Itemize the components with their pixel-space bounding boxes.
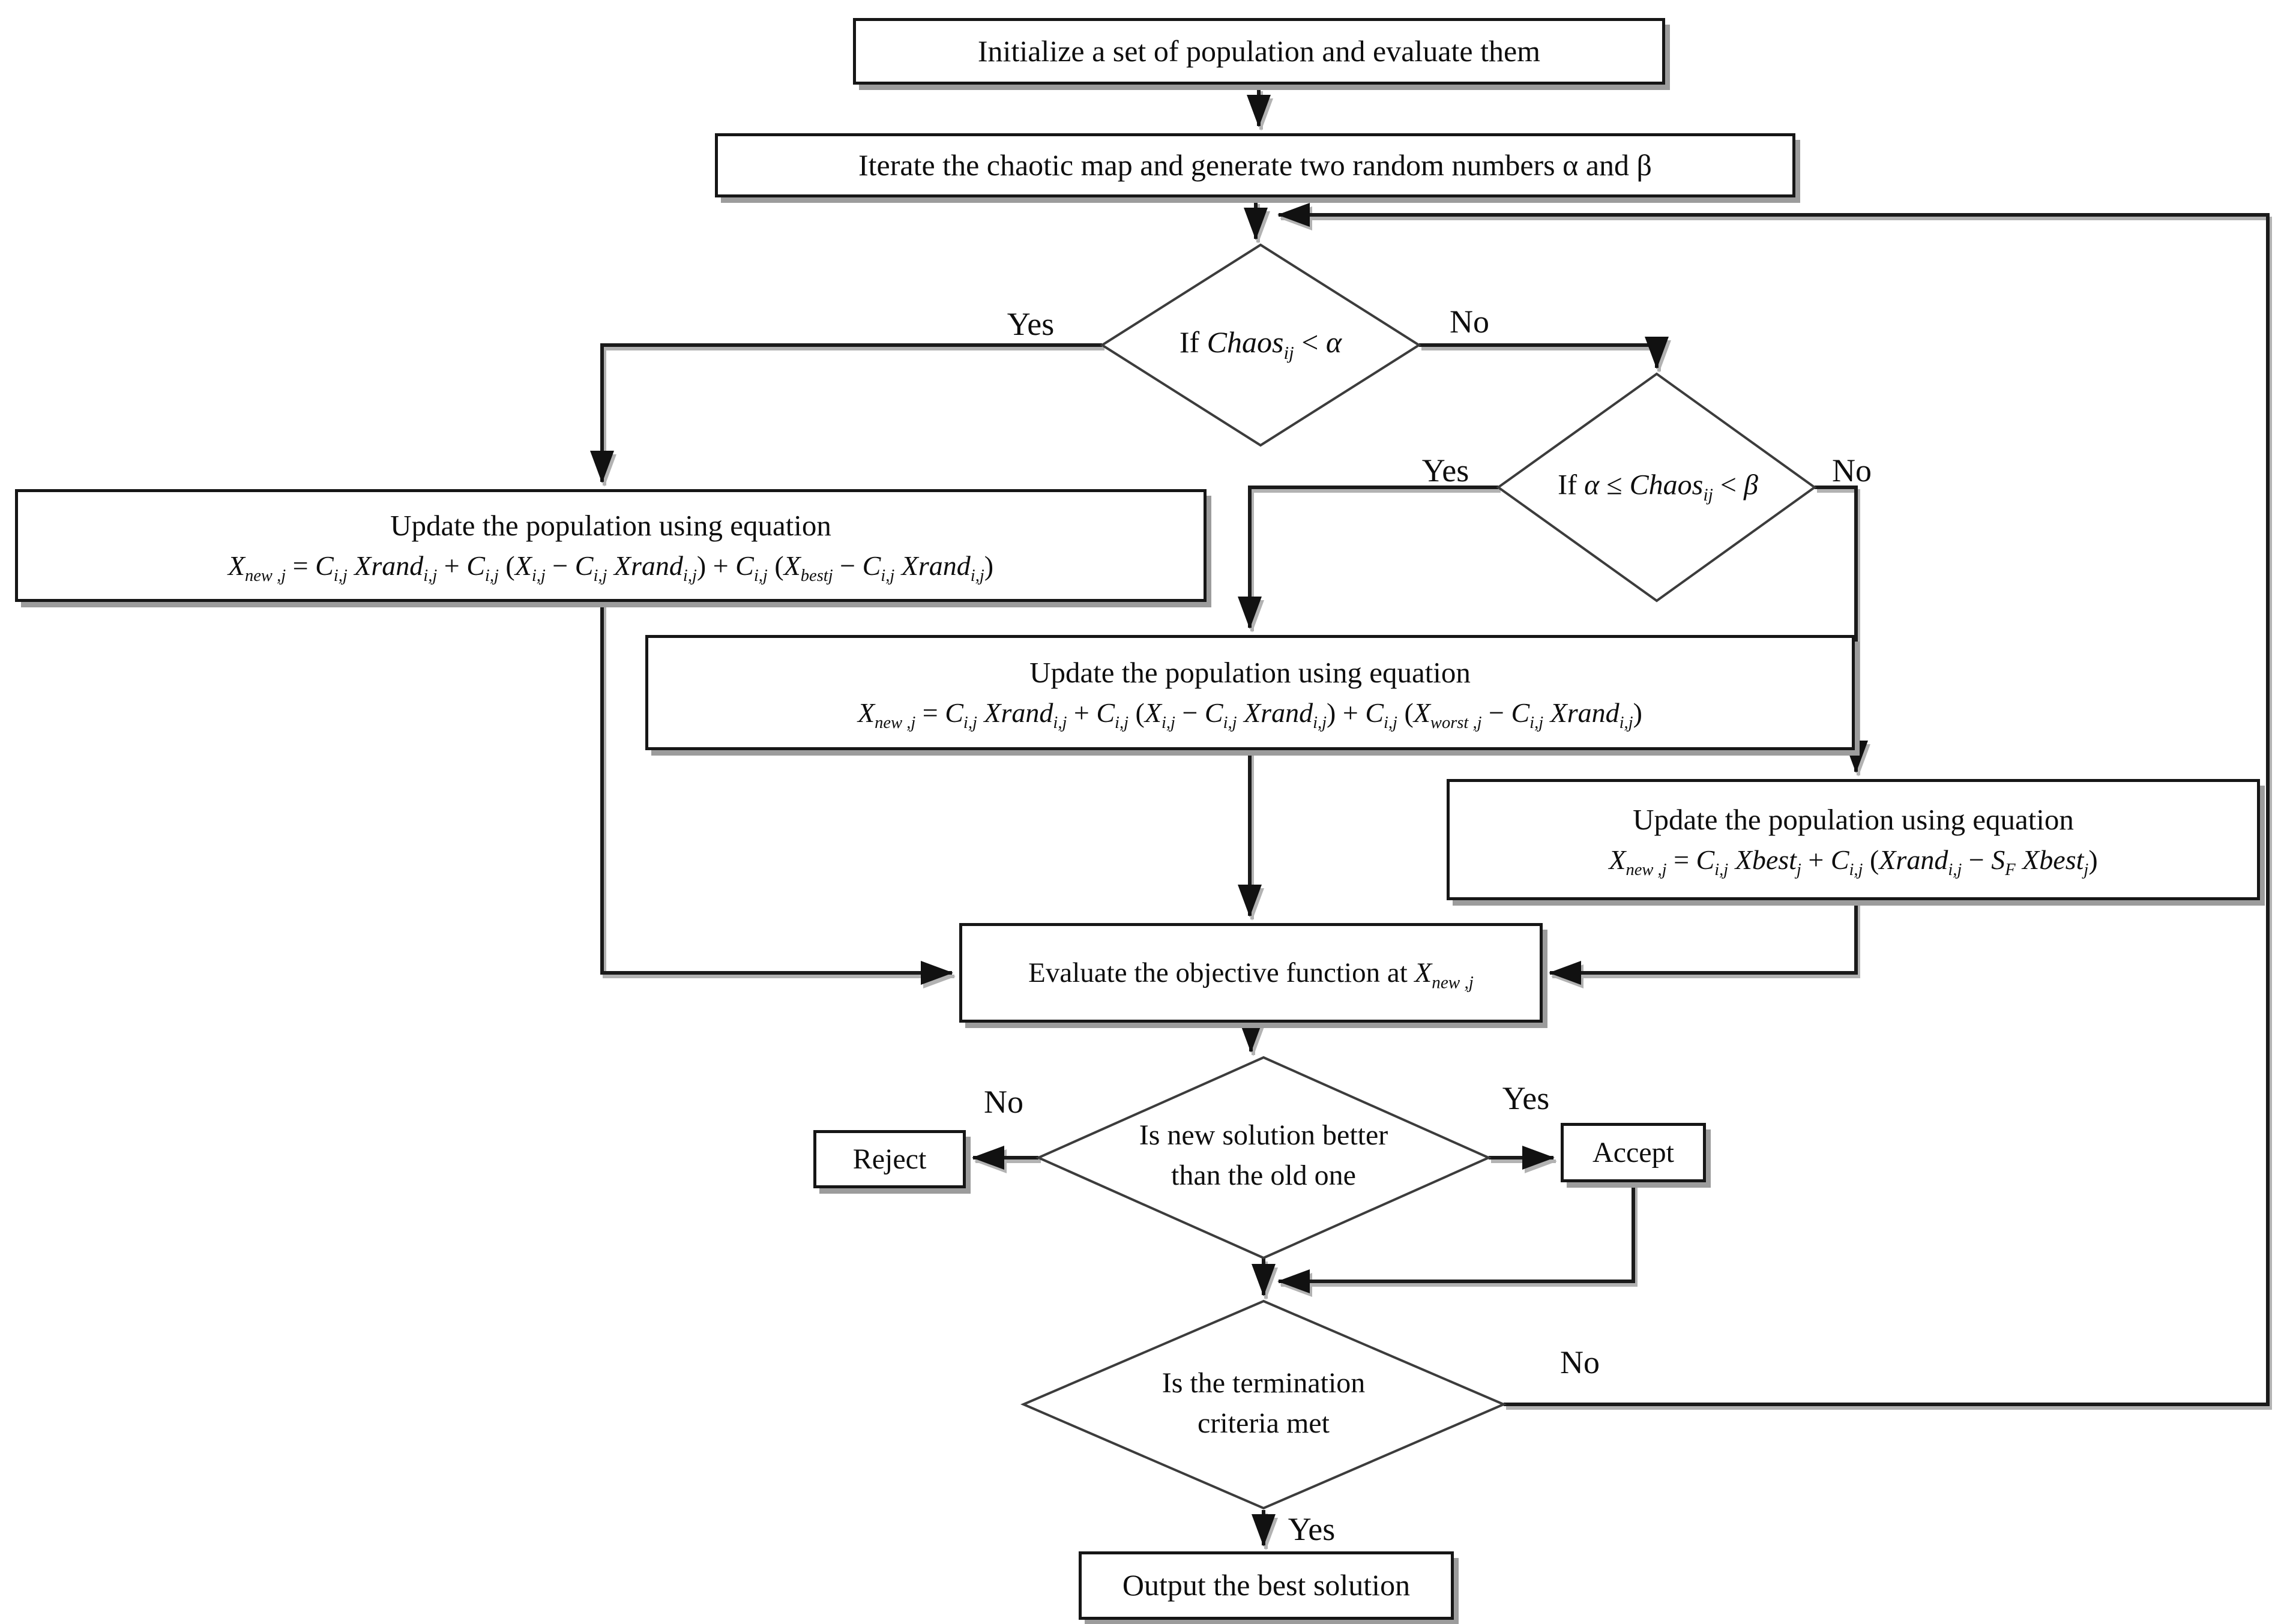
update-best-title: Update the population using equation	[390, 509, 831, 543]
edge-decision1-no	[1419, 337, 1669, 369]
decision1-condition: If Chaosij < α	[1179, 325, 1342, 363]
evaluate-objective-label: Evaluate the objective function at Xnew …	[1028, 957, 1474, 993]
decision4-no-label: No	[1560, 1344, 1600, 1380]
decision1-yes-label: Yes	[1007, 306, 1055, 342]
update-worst-equation: Xnew ,j = Ci,j Xrandi,j + Ci,j (Xi,j − C…	[858, 697, 1642, 732]
decision1-no-label: No	[1450, 304, 1489, 340]
evaluate-objective-box: Evaluate the objective function at Xnew …	[959, 923, 1543, 1023]
decision3-yes-label: Yes	[1502, 1080, 1550, 1116]
decision2-no-label: No	[1832, 453, 1872, 489]
update-best-box: Update the population using equation Xne…	[15, 489, 1207, 602]
decision3-diamond	[1035, 1056, 1492, 1260]
edge-updateelitist-to-evaluate	[1549, 902, 1858, 985]
update-elitist-equation: Xnew ,j = Ci,j Xbestj + Ci,j (Xrandi,j −…	[1609, 844, 2098, 879]
decision3-no-label: No	[984, 1084, 1023, 1120]
decision4-diamond	[1020, 1299, 1507, 1510]
edge-decision4-no-loopback	[1277, 203, 2270, 1406]
accept-box: Accept	[1561, 1123, 1706, 1182]
update-elitist-box: Update the population using equation Xne…	[1447, 779, 2260, 900]
output-box: Output the best solution	[1079, 1551, 1454, 1620]
edge-decision2-yes	[1238, 486, 1498, 629]
decision2-condition: If α ≤ Chaosij < β	[1558, 469, 1758, 505]
reject-box: Reject	[813, 1130, 966, 1188]
edge-decision1-yes	[590, 343, 1102, 483]
edge-decision2-no	[1815, 486, 1868, 773]
accept-label: Accept	[1592, 1136, 1674, 1168]
decision3-condition: Is new solution better than the old one	[1139, 1115, 1388, 1195]
decision4-line1: Is the termination	[1162, 1367, 1366, 1399]
iterate-chaotic-map-box: Iterate the chaotic map and generate two…	[715, 133, 1795, 197]
decision1-diamond	[1100, 243, 1421, 447]
init-population-box: Initialize a set of population and evalu…	[853, 18, 1665, 85]
update-worst-box: Update the population using equation Xne…	[645, 635, 1855, 750]
edge-accept-join	[1277, 1184, 1635, 1293]
decision2-diamond	[1496, 372, 1817, 603]
decision3-line2: than the old one	[1171, 1159, 1356, 1191]
update-worst-title: Update the population using equation	[1029, 656, 1471, 690]
reject-label: Reject	[852, 1143, 927, 1175]
decision3-line1: Is new solution better	[1139, 1119, 1388, 1151]
decision2-yes-label: Yes	[1421, 453, 1469, 489]
iterate-chaotic-map-label: Iterate the chaotic map and generate two…	[858, 148, 1652, 182]
edge-updatebest-to-evaluate	[600, 603, 953, 985]
init-population-label: Initialize a set of population and evalu…	[977, 34, 1541, 68]
update-best-equation: Xnew ,j = Ci,j Xrandi,j + Ci,j (Xi,j − C…	[227, 550, 994, 585]
output-label: Output the best solution	[1122, 1568, 1411, 1602]
decision4-line2: criteria met	[1198, 1407, 1330, 1439]
decision4-condition: Is the termination criteria met	[1162, 1363, 1366, 1443]
decision4-yes-label: Yes	[1288, 1511, 1336, 1547]
update-elitist-title: Update the population using equation	[1633, 803, 2074, 837]
